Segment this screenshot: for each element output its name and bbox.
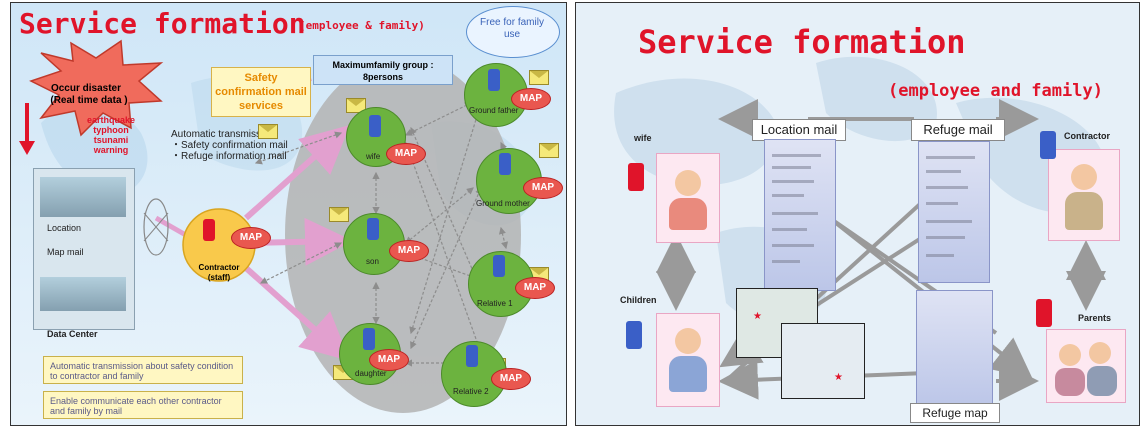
location-label: Location xyxy=(47,223,82,233)
parents-avatar xyxy=(1046,329,1126,403)
cloud-text: Free for family use xyxy=(480,17,544,40)
server-image xyxy=(40,177,126,217)
contractor-label: Contractor (staff) xyxy=(191,263,247,283)
data-center-panel xyxy=(33,168,135,330)
star-marker-icon: ★ xyxy=(834,372,843,383)
contractor-avatar xyxy=(1048,149,1120,241)
refuge-mail-document xyxy=(918,141,990,283)
disaster-types: earthquake typhoon tsunami warning xyxy=(81,115,141,155)
phone-icon xyxy=(499,153,511,175)
phone-icon xyxy=(369,115,381,137)
member-label: Ground mother xyxy=(476,199,530,208)
member-label: Relative 2 xyxy=(453,387,489,396)
mail-envelope-icon xyxy=(539,143,559,158)
children-avatar xyxy=(656,313,720,407)
map-badge: MAP xyxy=(515,277,555,299)
mail-envelope-icon xyxy=(529,70,549,85)
member-label: Relative 1 xyxy=(477,299,513,308)
wife-avatar xyxy=(656,153,720,243)
right-title: Service formation xyxy=(638,23,966,61)
contractor-role: (staff) xyxy=(207,273,231,282)
contractor-label: Contractor xyxy=(1064,131,1111,141)
map-badge: MAP xyxy=(389,240,429,262)
map-badge: MAP xyxy=(369,349,409,371)
auto-transmission-title: Automatic transmission xyxy=(171,129,275,140)
mail-envelope-icon xyxy=(258,124,278,139)
member-label: son xyxy=(366,257,379,266)
disaster-burst xyxy=(29,39,164,137)
phone-icon xyxy=(488,69,500,91)
left-title: Service formation xyxy=(19,7,306,40)
phone-icon xyxy=(1036,299,1052,327)
map-mail-label: Map mail xyxy=(47,247,84,257)
globe-icon xyxy=(143,198,169,256)
left-subtitle: (employee & family) xyxy=(299,19,425,32)
contractor-name: Contractor xyxy=(198,263,240,272)
phone-icon xyxy=(626,321,642,349)
refuge-mail-label: Refuge mail xyxy=(911,119,1005,141)
map-image: ★ xyxy=(781,323,865,399)
safety-mail-box: Safety confirmation mail services xyxy=(211,67,311,117)
mail-envelope-icon xyxy=(329,207,349,222)
phone-icon xyxy=(367,218,379,240)
right-subtitle: (employee and family) xyxy=(888,81,1103,101)
location-mail-document xyxy=(764,139,836,291)
star-marker-icon: ★ xyxy=(753,311,762,322)
children-label: Children xyxy=(620,295,657,305)
refuge-map-document xyxy=(916,290,993,407)
disaster-type: warning xyxy=(93,145,129,155)
disaster-type: typhoon xyxy=(93,125,129,135)
member-label: daughter xyxy=(355,369,387,378)
auto-transmission-item: ・Safety confirmation mail xyxy=(171,140,288,151)
phone-icon xyxy=(203,219,215,241)
note-communicate: Enable communicate each other contractor… xyxy=(43,391,243,419)
disaster-type: earthquake xyxy=(86,115,136,125)
mail-envelope-icon xyxy=(346,98,366,113)
right-slide: Service formation (employee and family) … xyxy=(575,2,1140,426)
phone-icon xyxy=(466,345,478,367)
member-label: wife xyxy=(366,152,381,161)
disaster-title: Occur disaster xyxy=(50,83,122,94)
map-server-image xyxy=(40,277,126,311)
member-label: Ground father xyxy=(469,106,519,115)
map-badge: MAP xyxy=(523,177,563,199)
disaster-subtitle: (Real time data ) xyxy=(50,95,128,106)
max-group-box: Maximumfamily group : 8persons xyxy=(313,55,453,85)
data-center-label: Data Center xyxy=(47,329,98,339)
phone-icon xyxy=(493,255,505,277)
phone-icon xyxy=(628,163,644,191)
map-badge: MAP xyxy=(511,88,551,110)
phone-icon xyxy=(1040,131,1056,159)
map-badge: MAP xyxy=(231,227,271,249)
auto-transmission-item: ・Refuge information mail xyxy=(171,151,287,162)
note-auto-transmission: Automatic transmission about safety cond… xyxy=(43,356,243,384)
wife-label: wife xyxy=(634,133,652,143)
phone-icon xyxy=(363,328,375,350)
location-mail-label: Location mail xyxy=(752,119,846,141)
disaster-type: tsunami xyxy=(93,135,129,145)
parents-label: Parents xyxy=(1078,313,1112,323)
map-badge: MAP xyxy=(491,368,531,390)
refuge-map-label: Refuge map xyxy=(910,403,1000,423)
left-slide: Service formation (employee & family) Fr… xyxy=(10,2,567,426)
auto-transmission: Automatic transmission ・Safety confirmat… xyxy=(171,129,288,162)
map-badge: MAP xyxy=(386,143,426,165)
free-use-cloud xyxy=(466,6,560,58)
